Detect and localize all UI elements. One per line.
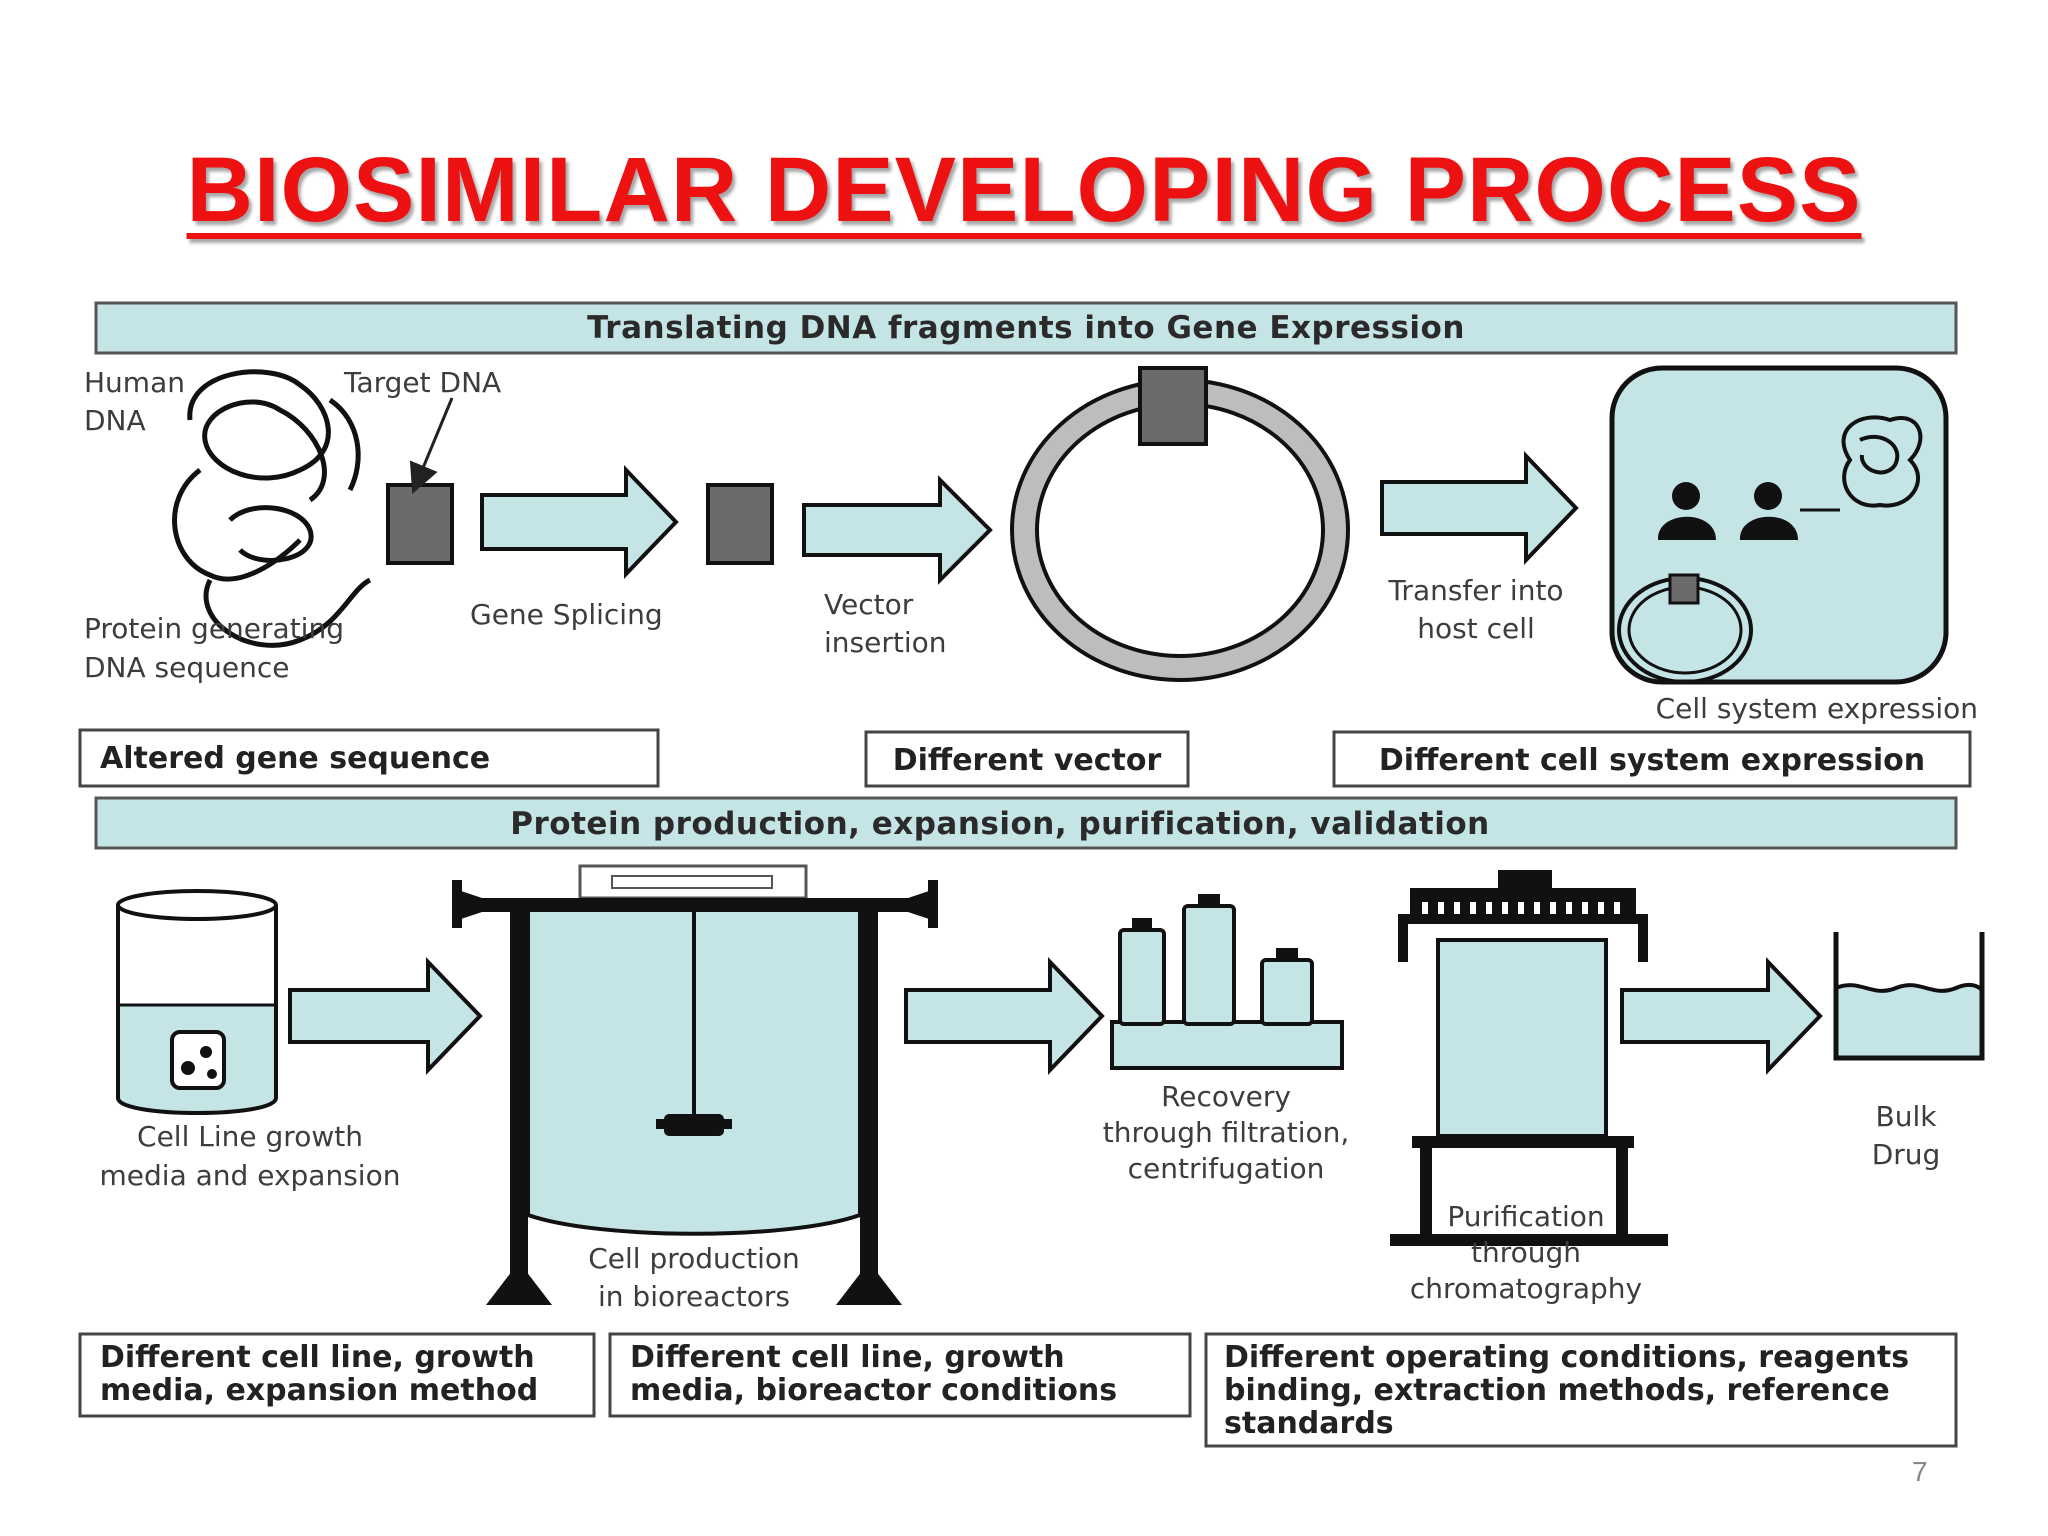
filtration-tubes-icon <box>1110 894 1344 1070</box>
svg-text:DNA sequence: DNA sequence <box>84 651 290 684</box>
svg-text:Human: Human <box>84 366 185 399</box>
cell-line-label: Cell Line growth media and expansion <box>100 1120 401 1192</box>
svg-text:Altered gene sequence: Altered gene sequence <box>100 741 490 776</box>
svg-text:Different vector: Different vector <box>893 743 1162 778</box>
culture-flask-icon <box>116 889 278 1115</box>
purification-label: Purification through chromatography <box>1410 1200 1642 1305</box>
target-dna-pointer <box>409 397 454 494</box>
target-dna-fragment <box>386 483 454 565</box>
bulk-drug-beaker-icon <box>1833 932 1985 1061</box>
top-box-different-vector: Different vector <box>864 730 1190 788</box>
plasmid-vector-icon <box>1010 366 1350 682</box>
svg-text:media, bioreactor conditions: media, bioreactor conditions <box>630 1373 1117 1408</box>
svg-text:Different cell line, growth: Different cell line, growth <box>100 1340 535 1375</box>
host-cell-icon <box>1609 365 1949 685</box>
svg-text:Protein generating: Protein generating <box>84 612 344 645</box>
svg-text:chromatography: chromatography <box>1410 1272 1642 1305</box>
spliced-gene-fragment <box>706 483 774 565</box>
target-dna-label: Target DNA <box>343 366 501 399</box>
bulk-drug-label: Bulk Drug <box>1872 1100 1941 1171</box>
bottom-band: Protein production, expansion, purificat… <box>94 796 1958 850</box>
svg-text:Transfer into: Transfer into <box>1387 574 1563 607</box>
svg-text:Vector: Vector <box>824 588 914 621</box>
svg-text:Different cell system expressi: Different cell system expression <box>1379 743 1925 778</box>
arrow-to-bulk-drug <box>1620 957 1823 1075</box>
bioreactor-icon <box>452 864 938 1305</box>
svg-text:host cell: host cell <box>1417 612 1535 645</box>
human-dna-icon <box>172 369 372 648</box>
bottom-box-cell-line: Different cell line, growth media, expan… <box>78 1332 596 1418</box>
bottom-band-label: Protein production, expansion, purificat… <box>510 806 1489 842</box>
vector-insertion-label: Vector insertion <box>824 588 947 659</box>
page-number: 7 <box>1912 1456 1928 1487</box>
svg-text:Purification: Purification <box>1447 1200 1604 1233</box>
arrow-vector-insertion <box>802 475 993 585</box>
svg-text:Cell Line growth: Cell Line growth <box>137 1120 363 1153</box>
chromatography-column-icon <box>1390 870 1668 1246</box>
cell-system-label: Cell system expression <box>1656 692 1978 725</box>
svg-text:centrifugation: centrifugation <box>1128 1152 1325 1185</box>
top-box-altered-gene: Altered gene sequence <box>78 728 660 788</box>
top-band: Translating DNA fragments into Gene Expr… <box>94 301 1958 355</box>
cell-production-label: Cell production in bioreactors <box>588 1242 800 1313</box>
transfer-label: Transfer into host cell <box>1387 574 1563 645</box>
top-band-label: Translating DNA fragments into Gene Expr… <box>587 310 1465 346</box>
svg-text:Cell production: Cell production <box>588 1242 800 1275</box>
gene-splicing-label: Gene Splicing <box>470 598 663 631</box>
recovery-label: Recovery through filtration, centrifugat… <box>1103 1080 1350 1185</box>
svg-text:binding, extraction methods, r: binding, extraction methods, reference <box>1224 1373 1890 1408</box>
slide-title: BIOSIMILAR DEVELOPING PROCESS <box>186 139 1862 241</box>
bottom-box-operating-conditions: Different operating conditions, reagents… <box>1204 1332 1958 1448</box>
svg-text:Different operating conditions: Different operating conditions, reagents <box>1224 1340 1909 1375</box>
svg-text:DNA: DNA <box>84 404 146 437</box>
svg-text:standards: standards <box>1224 1406 1394 1441</box>
svg-text:media and expansion: media and expansion <box>100 1159 401 1192</box>
arrow-to-recovery <box>904 957 1105 1075</box>
svg-text:Drug: Drug <box>1872 1138 1941 1171</box>
human-dna-label: Human DNA <box>84 366 185 437</box>
svg-text:media, expansion method: media, expansion method <box>100 1373 538 1408</box>
svg-text:insertion: insertion <box>824 626 947 659</box>
arrow-gene-splicing <box>480 465 679 579</box>
svg-text:Recovery: Recovery <box>1161 1080 1291 1113</box>
svg-text:through: through <box>1471 1236 1581 1269</box>
protein-generating-label: Protein generating DNA sequence <box>84 612 344 684</box>
top-box-different-cell-system: Different cell system expression <box>1332 730 1972 788</box>
svg-text:Bulk: Bulk <box>1876 1100 1938 1133</box>
arrow-transfer <box>1380 451 1579 565</box>
svg-text:Different cell line, growth: Different cell line, growth <box>630 1340 1065 1375</box>
bottom-box-bioreactor: Different cell line, growth media, biore… <box>608 1332 1192 1418</box>
arrow-to-bioreactor <box>288 957 483 1075</box>
svg-text:in bioreactors: in bioreactors <box>598 1280 790 1313</box>
svg-text:through filtration,: through filtration, <box>1103 1116 1350 1149</box>
